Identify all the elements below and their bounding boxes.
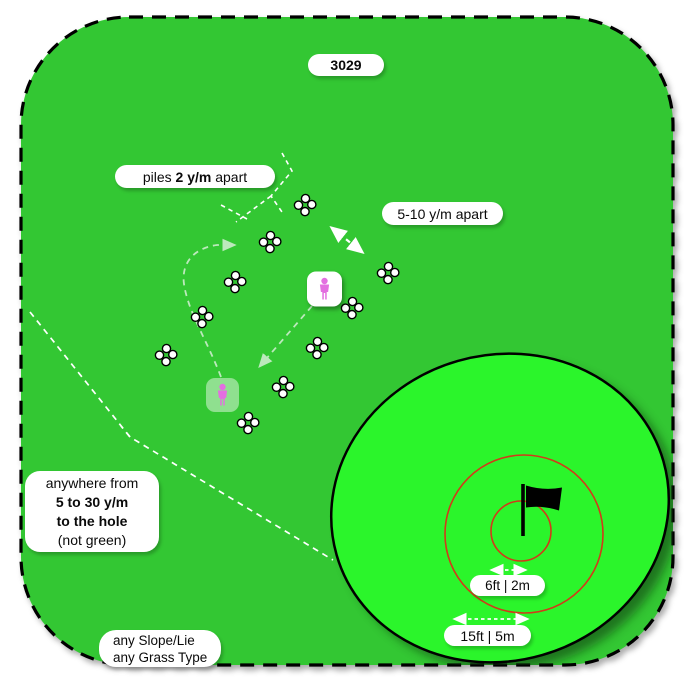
distance-note-box: anywhere from 5 to 30 y/m to the hole (n… xyxy=(25,471,159,552)
inner-ring-label: 6ft | 2m xyxy=(470,575,545,596)
drill-number-badge: 3029 xyxy=(308,54,384,76)
conditions-line2: any Grass Type xyxy=(113,649,208,665)
pile-spacing-label: piles 2 y/m apart xyxy=(115,165,275,188)
player-station-active xyxy=(307,271,342,307)
flag-icon xyxy=(521,484,562,536)
conditions-line1: any Slope/Lie xyxy=(113,632,195,648)
pile-spacing-suffix: apart xyxy=(211,168,248,185)
row-spacing-arrow xyxy=(329,225,365,255)
pile-spacing-prefix: piles xyxy=(142,168,176,185)
distance-note-line2: 5 to 30 y/m xyxy=(55,493,129,510)
walking-path-loop xyxy=(182,238,237,378)
distance-note-line1: anywhere from xyxy=(45,474,139,491)
player-station-next xyxy=(206,378,239,412)
walking-path-return xyxy=(258,305,313,369)
drill-number: 3029 xyxy=(330,57,362,73)
row-spacing-label: 5-10 y/m apart xyxy=(382,202,503,225)
outer-ring-label: 15ft | 5m xyxy=(444,625,531,646)
pile-spacing-value: 2 y/m xyxy=(175,168,212,185)
conditions-label: any Slope/Lie any Grass Type xyxy=(99,630,221,667)
row-spacing-text: 5-10 y/m apart xyxy=(397,205,488,222)
inner-ring-text: 6ft | 2m xyxy=(485,578,530,593)
outer-ring-text: 15ft | 5m xyxy=(460,627,515,644)
inner-target-ring xyxy=(490,500,552,562)
distance-to-hole-line xyxy=(29,311,334,561)
distance-note-line3: to the hole xyxy=(56,512,128,529)
distance-note-line4: (not green) xyxy=(57,531,127,548)
pile-spacing-marks xyxy=(220,152,293,223)
